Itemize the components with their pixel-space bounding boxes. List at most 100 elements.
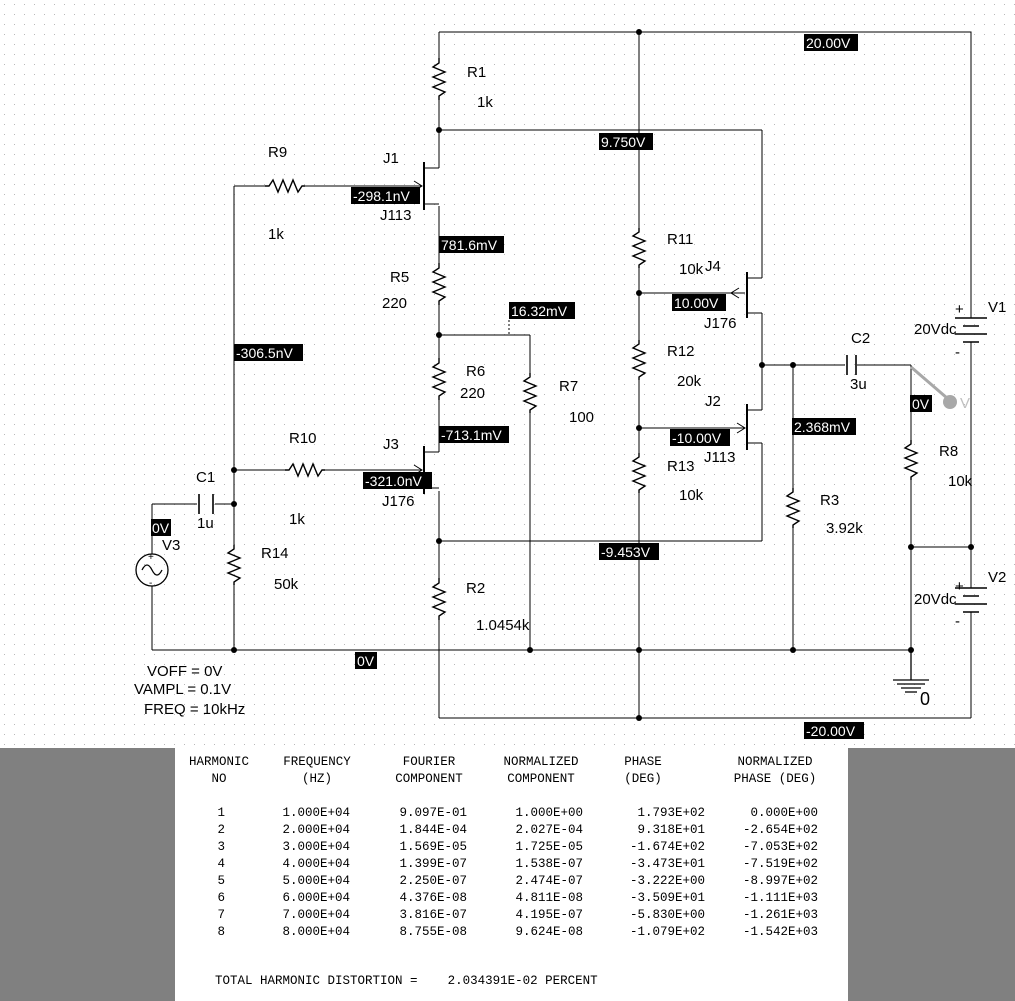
r6-resistor bbox=[431, 358, 447, 400]
cell-fourier: 1.399E-07 bbox=[399, 857, 467, 871]
ground-label: 0 bbox=[920, 689, 930, 709]
r2-name: R2 bbox=[466, 580, 485, 597]
cell-norm: 1.000E+00 bbox=[515, 806, 583, 820]
r9-value: 1k bbox=[268, 226, 284, 243]
r11-value: 10k bbox=[679, 261, 704, 278]
cell-freq: 8.000E+04 bbox=[282, 925, 350, 939]
svg-text:V: V bbox=[960, 395, 970, 412]
cell-phase: -3.222E+00 bbox=[629, 874, 705, 888]
svg-text:2.368mV: 2.368mV bbox=[794, 419, 851, 435]
svg-text:0V: 0V bbox=[152, 520, 170, 536]
v3-vampl: VAMPL = 0.1V bbox=[134, 681, 231, 698]
thd-label: TOTAL HARMONIC DISTORTION = bbox=[215, 974, 418, 988]
v1-minus-sign: - bbox=[955, 344, 960, 361]
v3-name: V3 bbox=[162, 537, 180, 554]
svg-text:10.00V: 10.00V bbox=[674, 295, 719, 311]
cell-phase: -1.079E+02 bbox=[629, 925, 705, 939]
r12-resistor bbox=[631, 340, 647, 380]
r1-name: R1 bbox=[467, 64, 486, 81]
cell-norm: 1.725E-05 bbox=[515, 840, 583, 854]
voltage-marker-out: 2.368mV bbox=[792, 418, 856, 435]
svg-text:0V: 0V bbox=[357, 653, 375, 669]
v3-sine-source-icon: + - bbox=[135, 552, 169, 589]
r2-value: 1.0454k bbox=[476, 617, 530, 634]
j3-name: J3 bbox=[383, 436, 399, 453]
svg-text:-321.0nV: -321.0nV bbox=[365, 473, 422, 489]
r13-value: 10k bbox=[679, 487, 704, 504]
r14-name: R14 bbox=[261, 545, 289, 562]
v3-freq: FREQ = 10kHz bbox=[144, 701, 245, 718]
r1-resistor bbox=[431, 58, 447, 100]
r10-resistor bbox=[285, 462, 325, 478]
r13-name: R13 bbox=[667, 458, 695, 475]
j1-model: J113 bbox=[380, 207, 411, 224]
wires bbox=[151, 31, 972, 719]
cell-nphase: -1.542E+03 bbox=[742, 925, 818, 939]
cell-nphase: -1.111E+03 bbox=[742, 891, 818, 905]
cell-fourier: 9.097E-01 bbox=[399, 806, 467, 820]
svg-text:781.6mV: 781.6mV bbox=[441, 237, 498, 253]
voltage-marker-j4gate: 10.00V bbox=[672, 294, 726, 311]
r11-resistor bbox=[631, 228, 647, 268]
header-harmonic-no: HARMONIC NO bbox=[188, 755, 249, 786]
svg-text:0V: 0V bbox=[912, 396, 930, 412]
v2-minus-sign: - bbox=[955, 613, 960, 630]
j4-name: J4 bbox=[705, 258, 721, 275]
v1-plus-sign: + bbox=[955, 301, 964, 318]
r8-value: 10k bbox=[948, 473, 973, 490]
total-harmonic-distortion: TOTAL HARMONIC DISTORTION = 2.034391E-02… bbox=[215, 974, 598, 988]
voltage-marker-975: 9.750V bbox=[599, 133, 653, 150]
r11-name: R11 bbox=[667, 231, 693, 248]
svg-text:20.00V: 20.00V bbox=[806, 35, 851, 51]
svg-text:-20.00V: -20.00V bbox=[806, 723, 856, 739]
c2-name: C2 bbox=[851, 330, 870, 347]
header-normalized-phase: NORMALIZED PHASE (DEG) bbox=[733, 755, 817, 786]
v3-voff: VOFF = 0V bbox=[147, 663, 222, 680]
cell-phase: 9.318E+01 bbox=[637, 823, 705, 837]
voltage-marker-vneg: -20.00V bbox=[804, 722, 864, 739]
cell-phase: -3.509E+01 bbox=[629, 891, 705, 905]
r6-value: 220 bbox=[460, 385, 485, 402]
junction-dots bbox=[231, 29, 974, 721]
voltage-marker-vpos: 20.00V bbox=[804, 34, 858, 51]
cell-phase: -5.830E+00 bbox=[629, 908, 705, 922]
fourier-analysis-panel: HARMONIC NO FREQUENCY (HZ) FOURIER COMPO… bbox=[175, 748, 848, 1001]
cell-fourier: 3.816E-07 bbox=[399, 908, 467, 922]
v2-value: 20Vdc bbox=[914, 591, 957, 608]
capacitors bbox=[198, 355, 857, 514]
c2-value: 3u bbox=[850, 376, 867, 393]
r6-name: R6 bbox=[466, 363, 485, 380]
j2-gate-arrow bbox=[736, 422, 746, 434]
r2-resistor bbox=[431, 578, 447, 620]
r9-name: R9 bbox=[268, 144, 287, 161]
svg-text:-306.5nV: -306.5nV bbox=[236, 345, 293, 361]
r5-name: R5 bbox=[390, 269, 409, 286]
j2-name: J2 bbox=[705, 393, 721, 410]
voltage-markers: 20.00V 9.750V -298.1nV 781.6mV 16.32mV -… bbox=[151, 34, 932, 739]
cell-norm: 2.027E-04 bbox=[515, 823, 583, 837]
header-phase: PHASE (DEG) bbox=[624, 755, 662, 786]
svg-text:-10.00V: -10.00V bbox=[672, 430, 722, 446]
cell-fourier: 2.250E-07 bbox=[399, 874, 467, 888]
r3-name: R3 bbox=[820, 492, 839, 509]
voltage-marker-probe: 0V bbox=[910, 395, 932, 412]
r10-name: R10 bbox=[289, 430, 317, 447]
cell-norm: 9.624E-08 bbox=[515, 925, 583, 939]
svg-text:-9.453V: -9.453V bbox=[601, 544, 651, 560]
cell-freq: 3.000E+04 bbox=[282, 840, 350, 854]
r7-value: 100 bbox=[569, 409, 594, 426]
cell-norm: 4.811E-08 bbox=[515, 891, 583, 905]
voltage-marker-v3plus: 0V bbox=[151, 519, 171, 536]
cell-no: 6 bbox=[217, 891, 225, 905]
svg-text:9.750V: 9.750V bbox=[601, 134, 646, 150]
j1-name: J1 bbox=[383, 150, 399, 167]
header-frequency: FREQUENCY (HZ) bbox=[283, 755, 351, 786]
j2-model: J113 bbox=[704, 449, 735, 466]
r12-name: R12 bbox=[667, 343, 695, 360]
cell-freq: 4.000E+04 bbox=[282, 857, 350, 871]
r8-name: R8 bbox=[939, 443, 958, 460]
c1-value: 1u bbox=[197, 515, 214, 532]
r5-resistor bbox=[431, 263, 447, 305]
voltage-marker-j2gate: -10.00V bbox=[670, 429, 730, 446]
